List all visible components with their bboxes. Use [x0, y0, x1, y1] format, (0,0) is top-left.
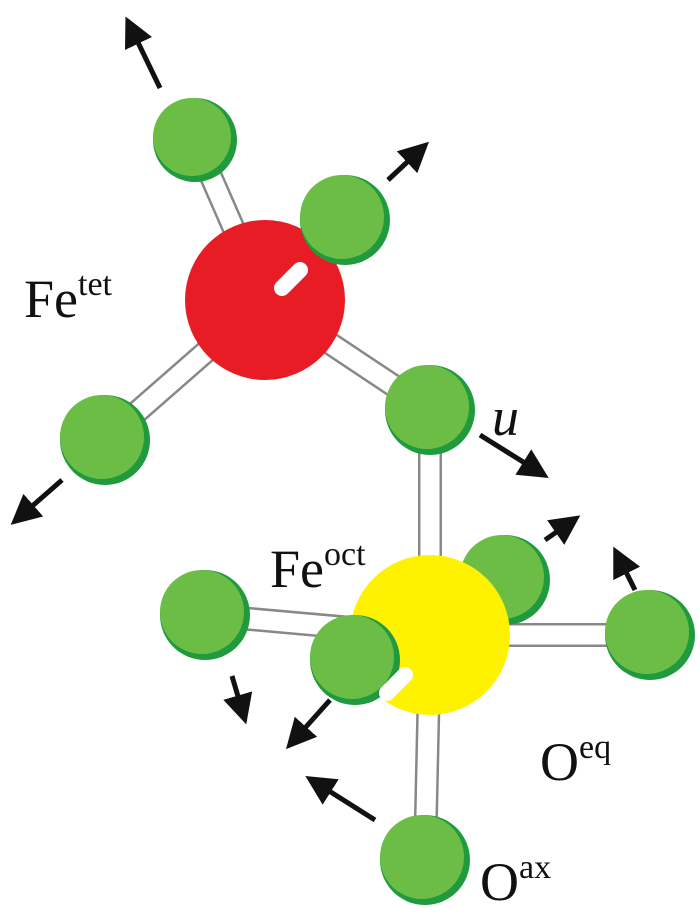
o-ax-label: Oax [480, 849, 552, 912]
arrow-icon [125, 16, 163, 90]
bond-stub [274, 262, 308, 296]
arrow-icon [223, 675, 253, 725]
oxygen-atom [605, 590, 695, 680]
arrow-icon [478, 432, 549, 478]
arrow-icon [543, 515, 581, 545]
u-parameter-label: u [492, 387, 519, 447]
arrow-icon [305, 775, 377, 823]
oxygen-atom [153, 98, 237, 182]
arrow-icon [285, 698, 332, 750]
oxygen-atom [160, 570, 250, 660]
arrow-icon [613, 546, 641, 592]
fe-tet-label: Fetet [24, 266, 112, 329]
oxygen-atom [385, 365, 475, 455]
bond-stub [379, 667, 413, 701]
oxygen-atom [310, 615, 400, 705]
arrow-icon [386, 141, 429, 182]
arrow-icon [10, 478, 64, 525]
oxygen-atom [60, 395, 150, 485]
fe-tet-atom [185, 220, 345, 380]
oxygen-atom [380, 815, 470, 905]
displacement-arrows [10, 16, 641, 823]
oxygen-atom [300, 175, 390, 265]
o-eq-label: Oeq [540, 729, 612, 792]
fe-oct-label: Feoct [270, 536, 366, 599]
